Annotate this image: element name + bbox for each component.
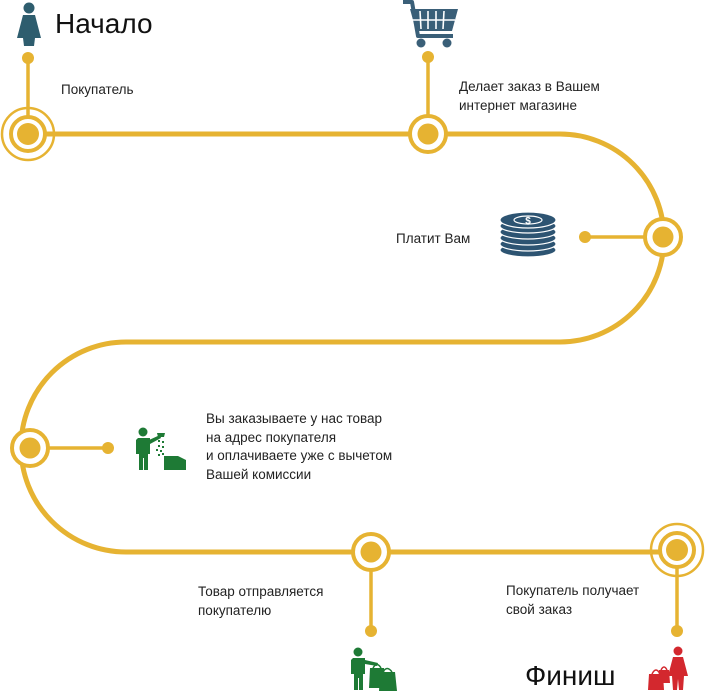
woman-shopping-bags-icon xyxy=(648,646,688,690)
node-ship xyxy=(351,532,391,572)
person-shower-box-icon xyxy=(136,427,186,470)
node-order xyxy=(408,114,448,154)
node-pay xyxy=(643,217,683,257)
dot-start xyxy=(22,52,34,64)
woman-icon xyxy=(17,2,41,46)
step-label-receive: Покупатель получает свой заказ xyxy=(506,583,640,617)
start-title: Начало xyxy=(55,8,153,39)
step-label-ship: Товар отправляется покупателю xyxy=(198,584,324,618)
dot-order xyxy=(422,51,434,63)
dot-pay xyxy=(579,231,591,243)
node-finish xyxy=(649,522,705,578)
node-supply xyxy=(10,428,50,468)
step-label-supply: Вы заказываете у нас товар на адрес поку… xyxy=(206,411,393,482)
dot-finish xyxy=(671,625,683,637)
step-label-pay: Платит Вам xyxy=(396,231,471,246)
person-with-bags-icon xyxy=(351,647,397,691)
shopping-cart-icon xyxy=(403,0,458,48)
step-label-buyer: Покупатель xyxy=(61,82,134,97)
dot-supply xyxy=(102,442,114,454)
svg-text:$: $ xyxy=(525,216,531,227)
dot-ship xyxy=(365,625,377,637)
node-start xyxy=(0,106,56,162)
step-label-order: Делает заказ в Вашем интернет магазине xyxy=(459,79,600,113)
coin-stack-icon: $ xyxy=(499,211,557,258)
timeline-track xyxy=(18,131,681,555)
finish-title: Финиш xyxy=(525,660,616,691)
